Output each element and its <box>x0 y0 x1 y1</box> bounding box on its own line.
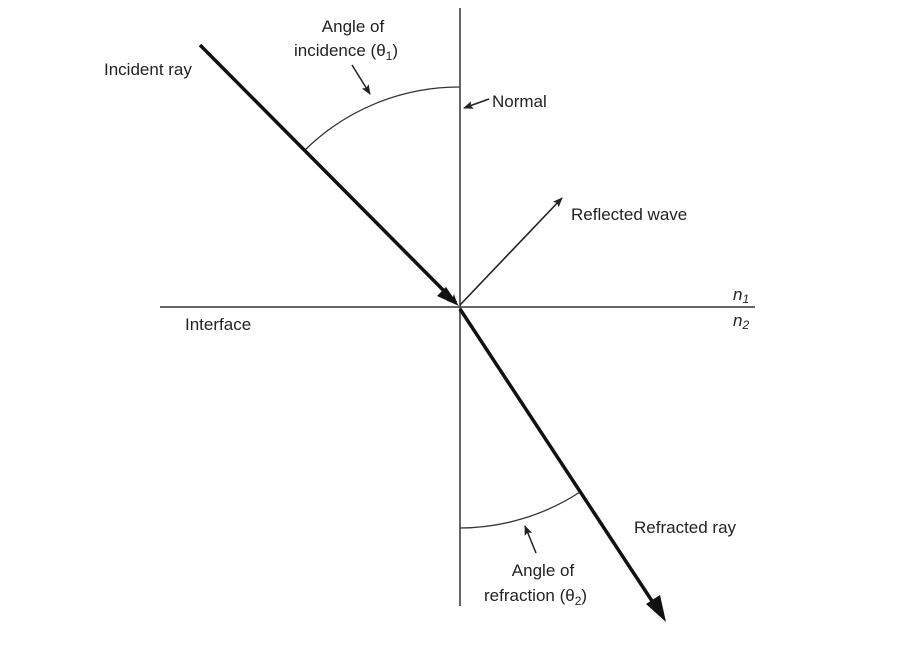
incidence-angle-arc <box>304 86 461 151</box>
refraction-angle-arc <box>459 491 581 529</box>
n1-subscript: 1 <box>742 292 749 306</box>
incident-ray <box>198 43 458 305</box>
refraction-pointer-arrow <box>524 525 537 554</box>
n2-text: n <box>733 311 742 330</box>
close-paren: ) <box>392 41 398 60</box>
angle-refraction-line2: refraction (θ2) <box>484 586 587 608</box>
angle-refraction-line1: Angle of <box>512 561 575 580</box>
normal-pointer-arrow <box>463 98 490 109</box>
n2-subscript: 2 <box>741 318 749 332</box>
refracted-ray <box>458 308 656 605</box>
angle-refraction-text: refraction (θ <box>484 586 575 605</box>
refracted-ray-arrowhead <box>646 595 666 622</box>
angle-incidence-text: incidence (θ <box>294 41 386 60</box>
angle-incidence-line1: Angle of <box>322 17 385 36</box>
n1-text: n <box>733 285 742 304</box>
reflected-wave <box>459 197 563 306</box>
incident-ray-arrowhead <box>437 287 459 306</box>
n1-label: n1 <box>733 285 749 306</box>
incident-ray-label: Incident ray <box>104 60 192 79</box>
close-paren-2: ) <box>581 586 587 605</box>
reflected-wave-label: Reflected wave <box>571 205 687 224</box>
incidence-pointer-arrow <box>351 64 371 95</box>
angle-incidence-line2: incidence (θ1) <box>294 41 398 63</box>
n2-label: n2 <box>733 311 749 332</box>
interface-label: Interface <box>185 315 251 334</box>
normal-label: Normal <box>492 92 547 111</box>
theta2-subscript: 2 <box>575 594 582 608</box>
theta1-subscript: 1 <box>386 49 393 63</box>
refracted-ray-label: Refracted ray <box>634 518 737 537</box>
